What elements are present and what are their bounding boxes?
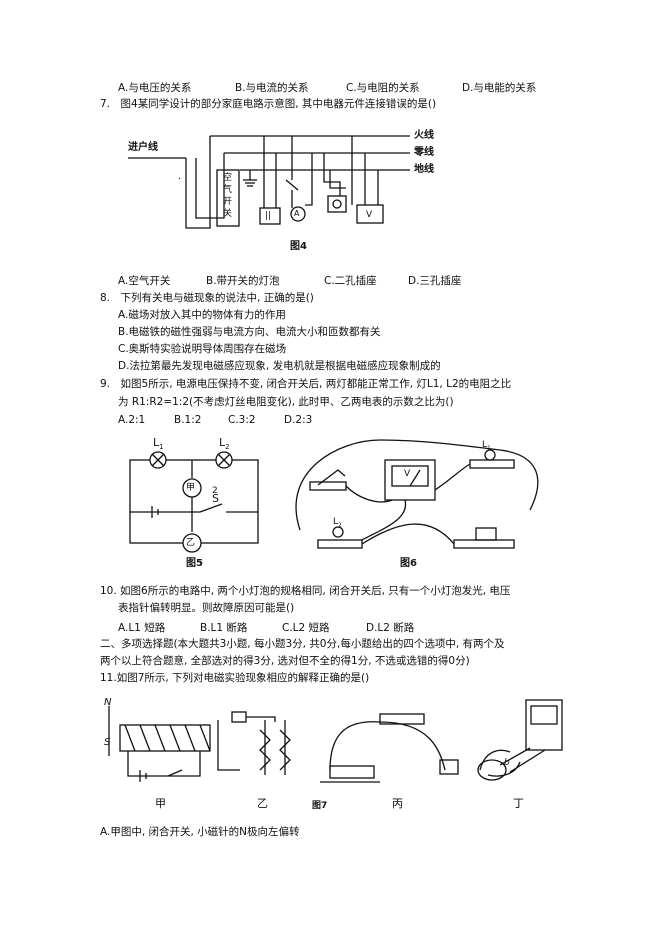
fig7-b-label: b [504,758,510,768]
bulb-symbol: A [294,209,300,218]
q10-option-c: C.L2 短路 [282,622,330,634]
q9-option-c: C.3:2 [228,414,256,426]
fig7-south-label: S [104,737,111,748]
figure-4-caption: 图4 [290,241,307,252]
q8-option-c: C.奥斯特实验说明导体周围存在磁场 [118,343,287,355]
q9-option-b: B.1:2 [174,414,202,426]
q10-stem-line1: 10. 如图6所示的电路中, 两个小灯泡的规格相同, 闭合开关后, 只有一个小灯… [100,585,511,597]
q6-option-b: B.与电流的关系 [235,82,309,94]
section2-line1: 二、多项选择题(本大题共3小题, 每小题3分, 共0分,每小题给出的四个选项中,… [100,638,505,650]
three-hole-socket-symbol: V [366,210,373,220]
fig7-label-bing: 丙 [392,797,403,810]
figure-7-caption: 图7 [312,801,328,811]
zero-line-label: 零线 [414,147,434,158]
fig5-l2-label: L2 [219,436,230,452]
q10-option-b: B.L1 断路 [200,622,248,634]
q8-option-d: D.法拉第最先发现电磁感应现象, 发电机就是根据电磁感应现象制成的 [118,360,441,372]
fig7-label-ding: 丁 [513,797,524,810]
q8-stem: 8. 下列有关电与磁现象的说法中, 正确的是() [100,292,314,304]
q7-option-b: B.带开关的灯泡 [206,275,280,287]
fig5-meter-jia: 甲 [186,483,196,493]
q7-option-a: A.空气开关 [118,275,171,287]
q11-option-a: A.甲图中, 闭合开关, 小磁针的N极向左偏转 [100,826,300,838]
figure-5-caption: 图5 [186,558,203,569]
q10-option-a: A.L1 短路 [118,622,166,634]
q6-option-a: A.与电压的关系 [118,82,192,94]
q9-option-a: A.2:1 [118,414,146,426]
q11-stem: 11.如图7所示, 下列对电磁实验现象相应的解释正确的是() [100,672,370,684]
air-switch-label-1: 空 [223,173,233,183]
air-switch-label-2: 气 [223,185,233,195]
air-switch-label-3: 开 [223,197,233,207]
fig5-switch-number: 2 [212,486,218,496]
air-switch-label-4: 关 [223,209,233,219]
two-hole-socket-symbol: || [265,211,272,221]
q8-option-b: B.电磁铁的磁性强弱与电流方向、电流大小和匝数都有关 [118,326,381,338]
ground-line-label: 地线 [414,164,434,175]
fig5-switch-label: S [212,492,219,505]
fig7-label-yi: 乙 [257,797,268,810]
fig6-l1-label: L1 [482,440,491,452]
svg-text:·: · [178,174,181,185]
q9-stem-line1: 9. 如图5所示, 电源电压保持不变, 闭合开关后, 两灯都能正常工作, 灯L1… [100,378,512,390]
fig5-l1-label: L1 [153,436,164,452]
q7-option-d: D.三孔插座 [408,275,462,287]
q10-stem-line2: 表指针偏转明显。则故障原因可能是() [118,602,295,614]
q7-option-c: C.二孔插座 [324,275,377,287]
fig6-l2-label: L2 [333,517,342,529]
q10-option-d: D.L2 断路 [366,622,415,634]
section2-line2: 两个以上符合题意, 全部选对的得3分, 选对但不全的得1分, 不选或选错的得0分… [100,655,470,667]
entry-line-label: 进户线 [128,142,158,153]
q7-stem: 7. 图4某同学设计的部分家庭电路示意图, 其中电器元件连接错误的是() [100,98,437,110]
fig5-meter-yi: 乙 [186,538,196,548]
q9-stem-line2: 为 R1:R2=1:2(不考虑灯丝电阻变化), 此时甲、乙两电表的示数之比为() [118,396,454,408]
q6-option-c: C.与电阻的关系 [346,82,420,94]
figure-6-caption: 图6 [400,558,417,569]
fig7-label-jia: 甲 [155,797,166,810]
q6-option-d: D.与电能的关系 [462,82,537,94]
fig6-voltmeter-label: V [404,469,411,479]
fig7-north-label: N [104,697,112,708]
fire-line-label: 火线 [414,130,434,141]
q8-option-a: A.磁场对放入其中的物体有力的作用 [118,309,286,321]
q9-option-d: D.2:3 [284,414,313,426]
